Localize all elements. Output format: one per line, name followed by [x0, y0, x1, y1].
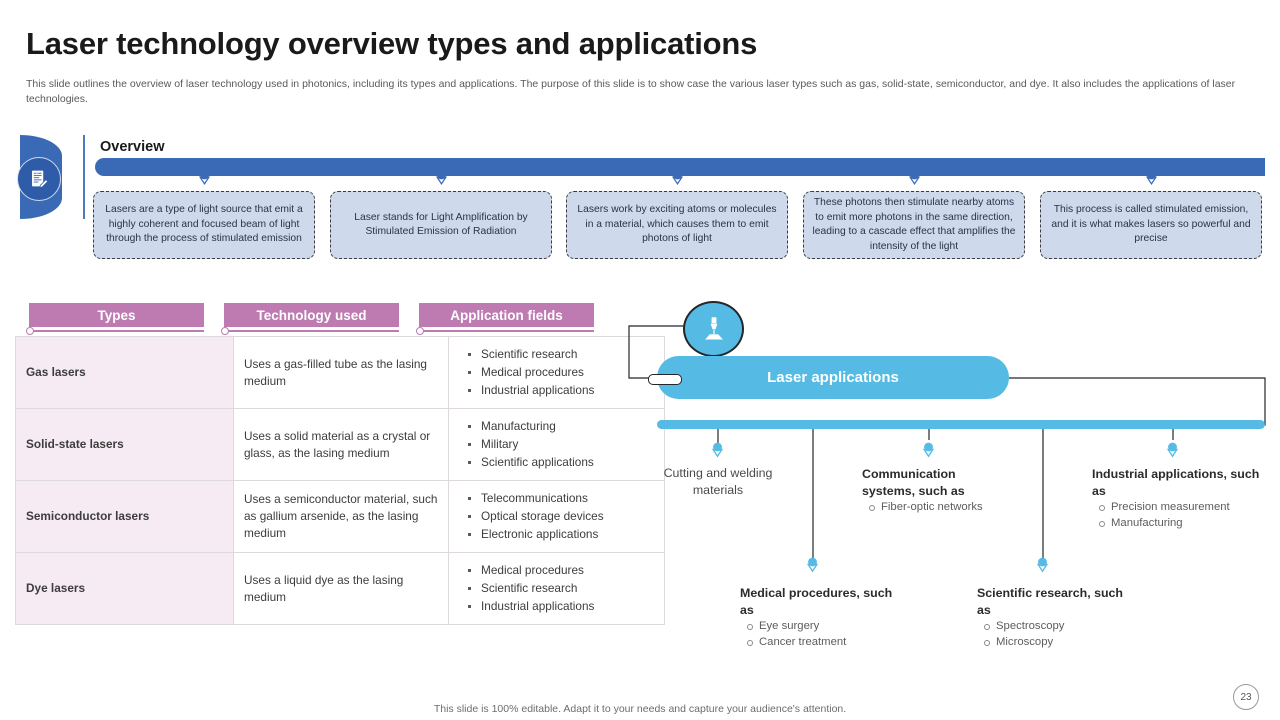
table-row[interactable]: Gas lasers Uses a gas-filled tube as the… [15, 336, 665, 409]
table-row[interactable]: Solid-state lasers Uses a solid material… [15, 408, 665, 481]
table-grid: Gas lasers Uses a gas-filled tube as the… [15, 336, 665, 625]
branch-title: Communication systems, such as [862, 467, 965, 498]
overview-card[interactable]: Lasers work by exciting atoms or molecul… [566, 191, 788, 259]
cell-type: Solid-state lasers [15, 408, 234, 481]
laser-applications-node[interactable]: Laser applications [657, 356, 1009, 399]
diagram-axis-bar [657, 420, 1265, 429]
page-subtitle: This slide outlines the overview of lase… [26, 78, 1236, 105]
list-item: Manufacturing [468, 418, 654, 435]
branch-title: Medical procedures, such as [740, 586, 893, 617]
branch-pin-icon [806, 557, 819, 576]
branch-pin-icon [711, 442, 724, 461]
list-item: Optical storage devices [468, 508, 654, 525]
footer-note: This slide is 100% editable. Adapt it to… [433, 703, 847, 715]
cell-applications: Telecommunications Optical storage devic… [448, 480, 665, 553]
overview-pin-icon [671, 170, 684, 188]
column-rule [29, 330, 204, 332]
list-item: Fiber-optic networks [869, 500, 1002, 516]
list-item: Precision measurement [1099, 500, 1270, 516]
column-dot [221, 327, 229, 335]
column-dot [26, 327, 34, 335]
branch-scientific-research[interactable]: Scientific research, such as Spectroscop… [977, 585, 1127, 650]
laser-types-table: Types Technology used Application fields… [15, 303, 665, 625]
column-header-application-fields: Application fields [419, 303, 594, 327]
list-item: Industrial applications [468, 598, 654, 615]
cell-type: Dye lasers [15, 552, 234, 625]
list-item: Cancer treatment [747, 635, 898, 651]
list-item: Military [468, 436, 654, 453]
overview-bar [95, 158, 1265, 176]
list-item: Medical procedures [468, 364, 654, 381]
list-item: Scientific research [468, 580, 654, 597]
list-item: Medical procedures [468, 562, 654, 579]
column-rule [224, 330, 399, 332]
branch-pin-icon [1166, 442, 1179, 461]
cell-technology: Uses a solid material as a crystal or gl… [233, 408, 449, 481]
branch-title: Cutting and welding materials [663, 466, 773, 497]
table-header-row: Types Technology used Application fields [15, 303, 603, 336]
branch-communication-systems[interactable]: Communication systems, such as Fiber-opt… [862, 466, 1002, 516]
overview-pin-icon [1145, 170, 1158, 188]
cell-type: Semiconductor lasers [15, 480, 234, 553]
cell-technology: Uses a semiconductor material, such as g… [233, 480, 449, 553]
document-edit-icon [17, 157, 61, 201]
list-item: Manufacturing [1099, 516, 1270, 532]
overview-label: Overview [100, 139, 165, 155]
overview-card[interactable]: This process is called stimulated emissi… [1040, 191, 1262, 259]
column-dot [416, 327, 424, 335]
list-item: Industrial applications [468, 382, 654, 399]
branch-cutting-and-welding[interactable]: Cutting and welding materials [662, 465, 774, 498]
cell-applications: Medical procedures Scientific research I… [448, 552, 665, 625]
page-number: 23 [1233, 684, 1259, 710]
list-item: Scientific applications [468, 454, 654, 471]
list-item: Telecommunications [468, 490, 654, 507]
overview-card[interactable]: These photons then stimulate nearby atom… [803, 191, 1025, 259]
column-header-technology-used: Technology used [224, 303, 399, 327]
overview-card[interactable]: Lasers are a type of light source that e… [93, 191, 315, 259]
column-header-types: Types [29, 303, 204, 327]
branch-medical-procedures[interactable]: Medical procedures, such as Eye surgery … [740, 585, 898, 650]
page-title: Laser technology overview types and appl… [26, 26, 758, 61]
overview-pin-icon [198, 170, 211, 188]
connector-stub [648, 374, 682, 385]
table-row[interactable]: Semiconductor lasers Uses a semiconducto… [15, 480, 665, 553]
list-item: Electronic applications [468, 526, 654, 543]
branch-pin-icon [922, 442, 935, 461]
list-item: Scientific research [468, 346, 654, 363]
laser-cutting-head-icon [683, 301, 744, 357]
branch-title: Scientific research, such as [977, 586, 1124, 617]
overview-pin-icon [435, 170, 448, 188]
list-item: Eye surgery [747, 619, 898, 635]
overview-pin-icon [908, 170, 921, 188]
list-item: Spectroscopy [984, 619, 1127, 635]
branch-industrial-applications[interactable]: Industrial applications, such as Precisi… [1092, 466, 1270, 531]
table-row[interactable]: Dye lasers Uses a liquid dye as the lasi… [15, 552, 665, 625]
overview-card[interactable]: Laser stands for Light Amplification by … [330, 191, 552, 259]
overview-divider [83, 135, 85, 219]
list-item: Microscopy [984, 635, 1127, 651]
cell-technology: Uses a gas-filled tube as the lasing med… [233, 336, 449, 409]
column-rule [419, 330, 594, 332]
branch-pin-icon [1036, 557, 1049, 576]
cell-type: Gas lasers [15, 336, 234, 409]
branch-title: Industrial applications, such as [1092, 467, 1260, 498]
